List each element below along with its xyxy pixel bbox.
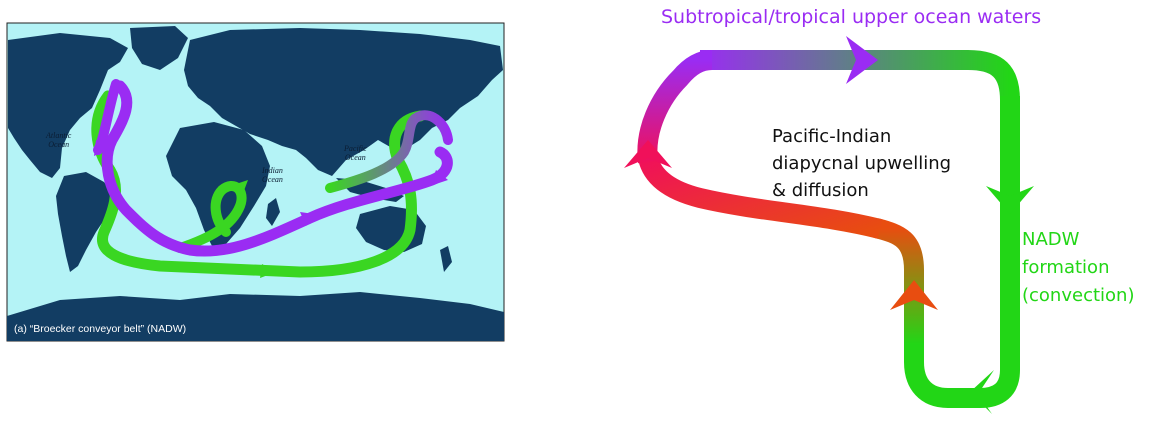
deep-flow-arrow-3: [236, 180, 248, 196]
deep-flow-pacific-loop: [325, 110, 453, 193]
schematic-arrow-right: [986, 186, 1034, 214]
label-nadw-formation: NADW formation (convection): [1022, 226, 1134, 310]
map-caption: (a) “Broecker conveyor belt” (NADW): [14, 323, 187, 335]
upwelling-line-3: & diffusion: [772, 180, 869, 201]
schematic-arrow-left: [624, 140, 672, 168]
deep-flow-arrow-1: [260, 264, 276, 278]
atlantic-label-line-2: Ocean: [48, 140, 70, 149]
ocean-label-atlantic: Atlantic Ocean: [46, 131, 71, 149]
surface-flow-arrow-3: [430, 170, 448, 186]
schematic-right-segment: [904, 96, 1020, 408]
land-greenland: [130, 26, 188, 70]
land-madagascar: [266, 198, 280, 226]
nadw-line-2: formation: [1022, 257, 1110, 278]
label-upper-ocean-waters: Subtropical/tropical upper ocean waters: [661, 6, 1042, 28]
schematic-riser-segment: [873, 218, 924, 344]
land-south-america: [56, 172, 114, 272]
ocean-label-pacific: Pacific Ocean: [344, 144, 367, 162]
conveyor-schematic: [624, 36, 1034, 414]
upwelling-line-1: Pacific-Indian: [772, 126, 892, 147]
nadw-line-3: (convection): [1022, 285, 1135, 306]
surface-flow-main: [101, 80, 453, 257]
schematic-diagonal-segment: [638, 155, 883, 239]
pacific-label-line-2: Ocean: [344, 153, 366, 162]
indian-label-line-1: Indian: [262, 166, 283, 175]
atlantic-label-line-1: Atlantic: [46, 131, 72, 140]
schematic-left-segment: [637, 50, 713, 164]
land-new-zealand: [440, 246, 452, 272]
land-north-america: [8, 33, 128, 178]
schematic-arrow-riser: [890, 280, 938, 310]
map-surface-flow: [93, 79, 453, 257]
label-upwelling-diffusion: Pacific-Indian diapycnal upwelling & dif…: [772, 123, 951, 204]
schematic-arrow-top: [846, 36, 878, 84]
land-africa: [166, 122, 270, 246]
ocean-label-indian: Indian Ocean: [262, 166, 283, 184]
schematic-arrow-bottom: [970, 370, 994, 414]
land-antarctica: [7, 292, 504, 341]
pacific-label-line-1: Pacific: [344, 144, 367, 153]
nadw-line-1: NADW: [1022, 229, 1080, 250]
surface-flow-arrow-1: [94, 140, 108, 156]
schematic-top-segment: [700, 50, 1020, 101]
surface-flow-arrow-2: [300, 212, 314, 226]
indian-label-line-2: Ocean: [262, 175, 283, 184]
upwelling-line-2: diapycnal upwelling: [772, 153, 952, 174]
land-eurasia: [184, 28, 503, 176]
